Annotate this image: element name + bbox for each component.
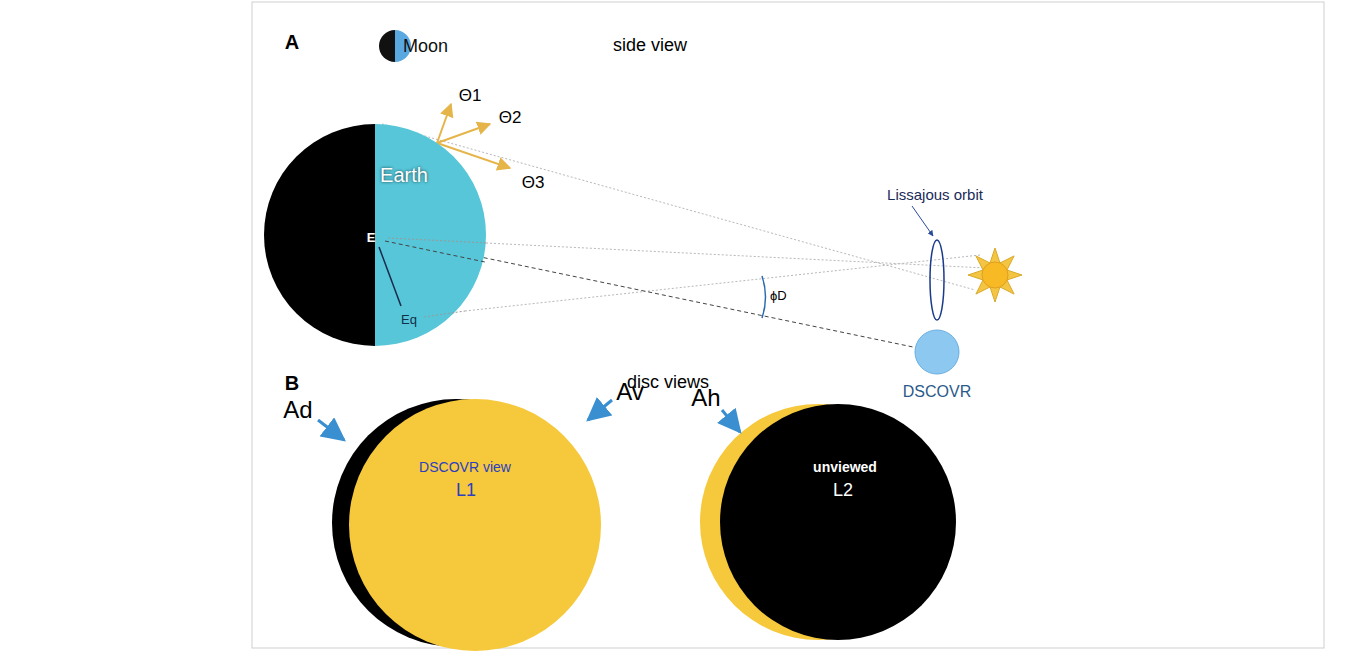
l2-disc: unviewedL2: [720, 404, 956, 640]
day-half: [375, 124, 486, 346]
sun-line: [484, 258, 916, 348]
view-arrow: [437, 124, 490, 143]
sight-line: [424, 311, 465, 317]
unviewed-disc: [720, 404, 956, 640]
view-label: unviewed: [813, 460, 877, 475]
point-label: E: [367, 231, 376, 245]
angle-arc: [762, 276, 766, 318]
view-arrow: [437, 104, 451, 143]
node-outline: [915, 330, 959, 374]
night-half: [379, 30, 395, 62]
dscovr-circle: DSCOVR: [915, 330, 959, 374]
sight-line: [465, 255, 980, 311]
lissajous-orbit: [930, 240, 944, 320]
pointer-arrow: [318, 420, 344, 440]
panel-title: side view: [613, 36, 687, 56]
earth-label: Earth: [380, 164, 428, 186]
earth-circle: EarthE Eq: [264, 124, 486, 346]
panel-letter: A: [285, 31, 299, 53]
sight-line: [486, 243, 985, 268]
view-label: DSCOVR view: [419, 460, 511, 475]
pointer-arrow: [588, 400, 612, 420]
node-outline: [349, 399, 601, 651]
sun-rays: [968, 248, 1022, 302]
l1-disc: DSCOVR viewL1: [349, 399, 601, 651]
sun-symbol: [968, 248, 1022, 302]
area-label: Av: [616, 379, 644, 405]
sun-line: [385, 241, 485, 262]
sun-disc: [982, 262, 1008, 288]
angle-label: Θ2: [499, 109, 522, 128]
radius-line: [379, 247, 401, 306]
satellite-label: DSCOVR: [903, 383, 971, 401]
moon-circle: Moon: [379, 30, 411, 62]
pointer-arrow: [722, 410, 740, 432]
angle-label: ϕD: [770, 289, 787, 303]
panel-letter: B: [285, 372, 299, 394]
night-half: [264, 124, 375, 346]
point-label: L2: [833, 481, 853, 501]
leader-line: [912, 206, 933, 236]
area-label: Ah: [691, 385, 720, 411]
point-label: L1: [456, 481, 476, 501]
equator-label: Eq: [401, 313, 417, 327]
orbit-label: Lissajous orbit: [887, 187, 983, 204]
angle-label: Θ3: [522, 174, 545, 193]
viewed-disc: [349, 399, 601, 651]
node-outline: [720, 404, 956, 640]
satellite-circle: [915, 330, 959, 374]
moon-label: Moon: [403, 37, 448, 57]
area-label: Ad: [283, 397, 312, 423]
sight-line: [388, 238, 488, 243]
angle-label: Θ1: [459, 87, 482, 106]
